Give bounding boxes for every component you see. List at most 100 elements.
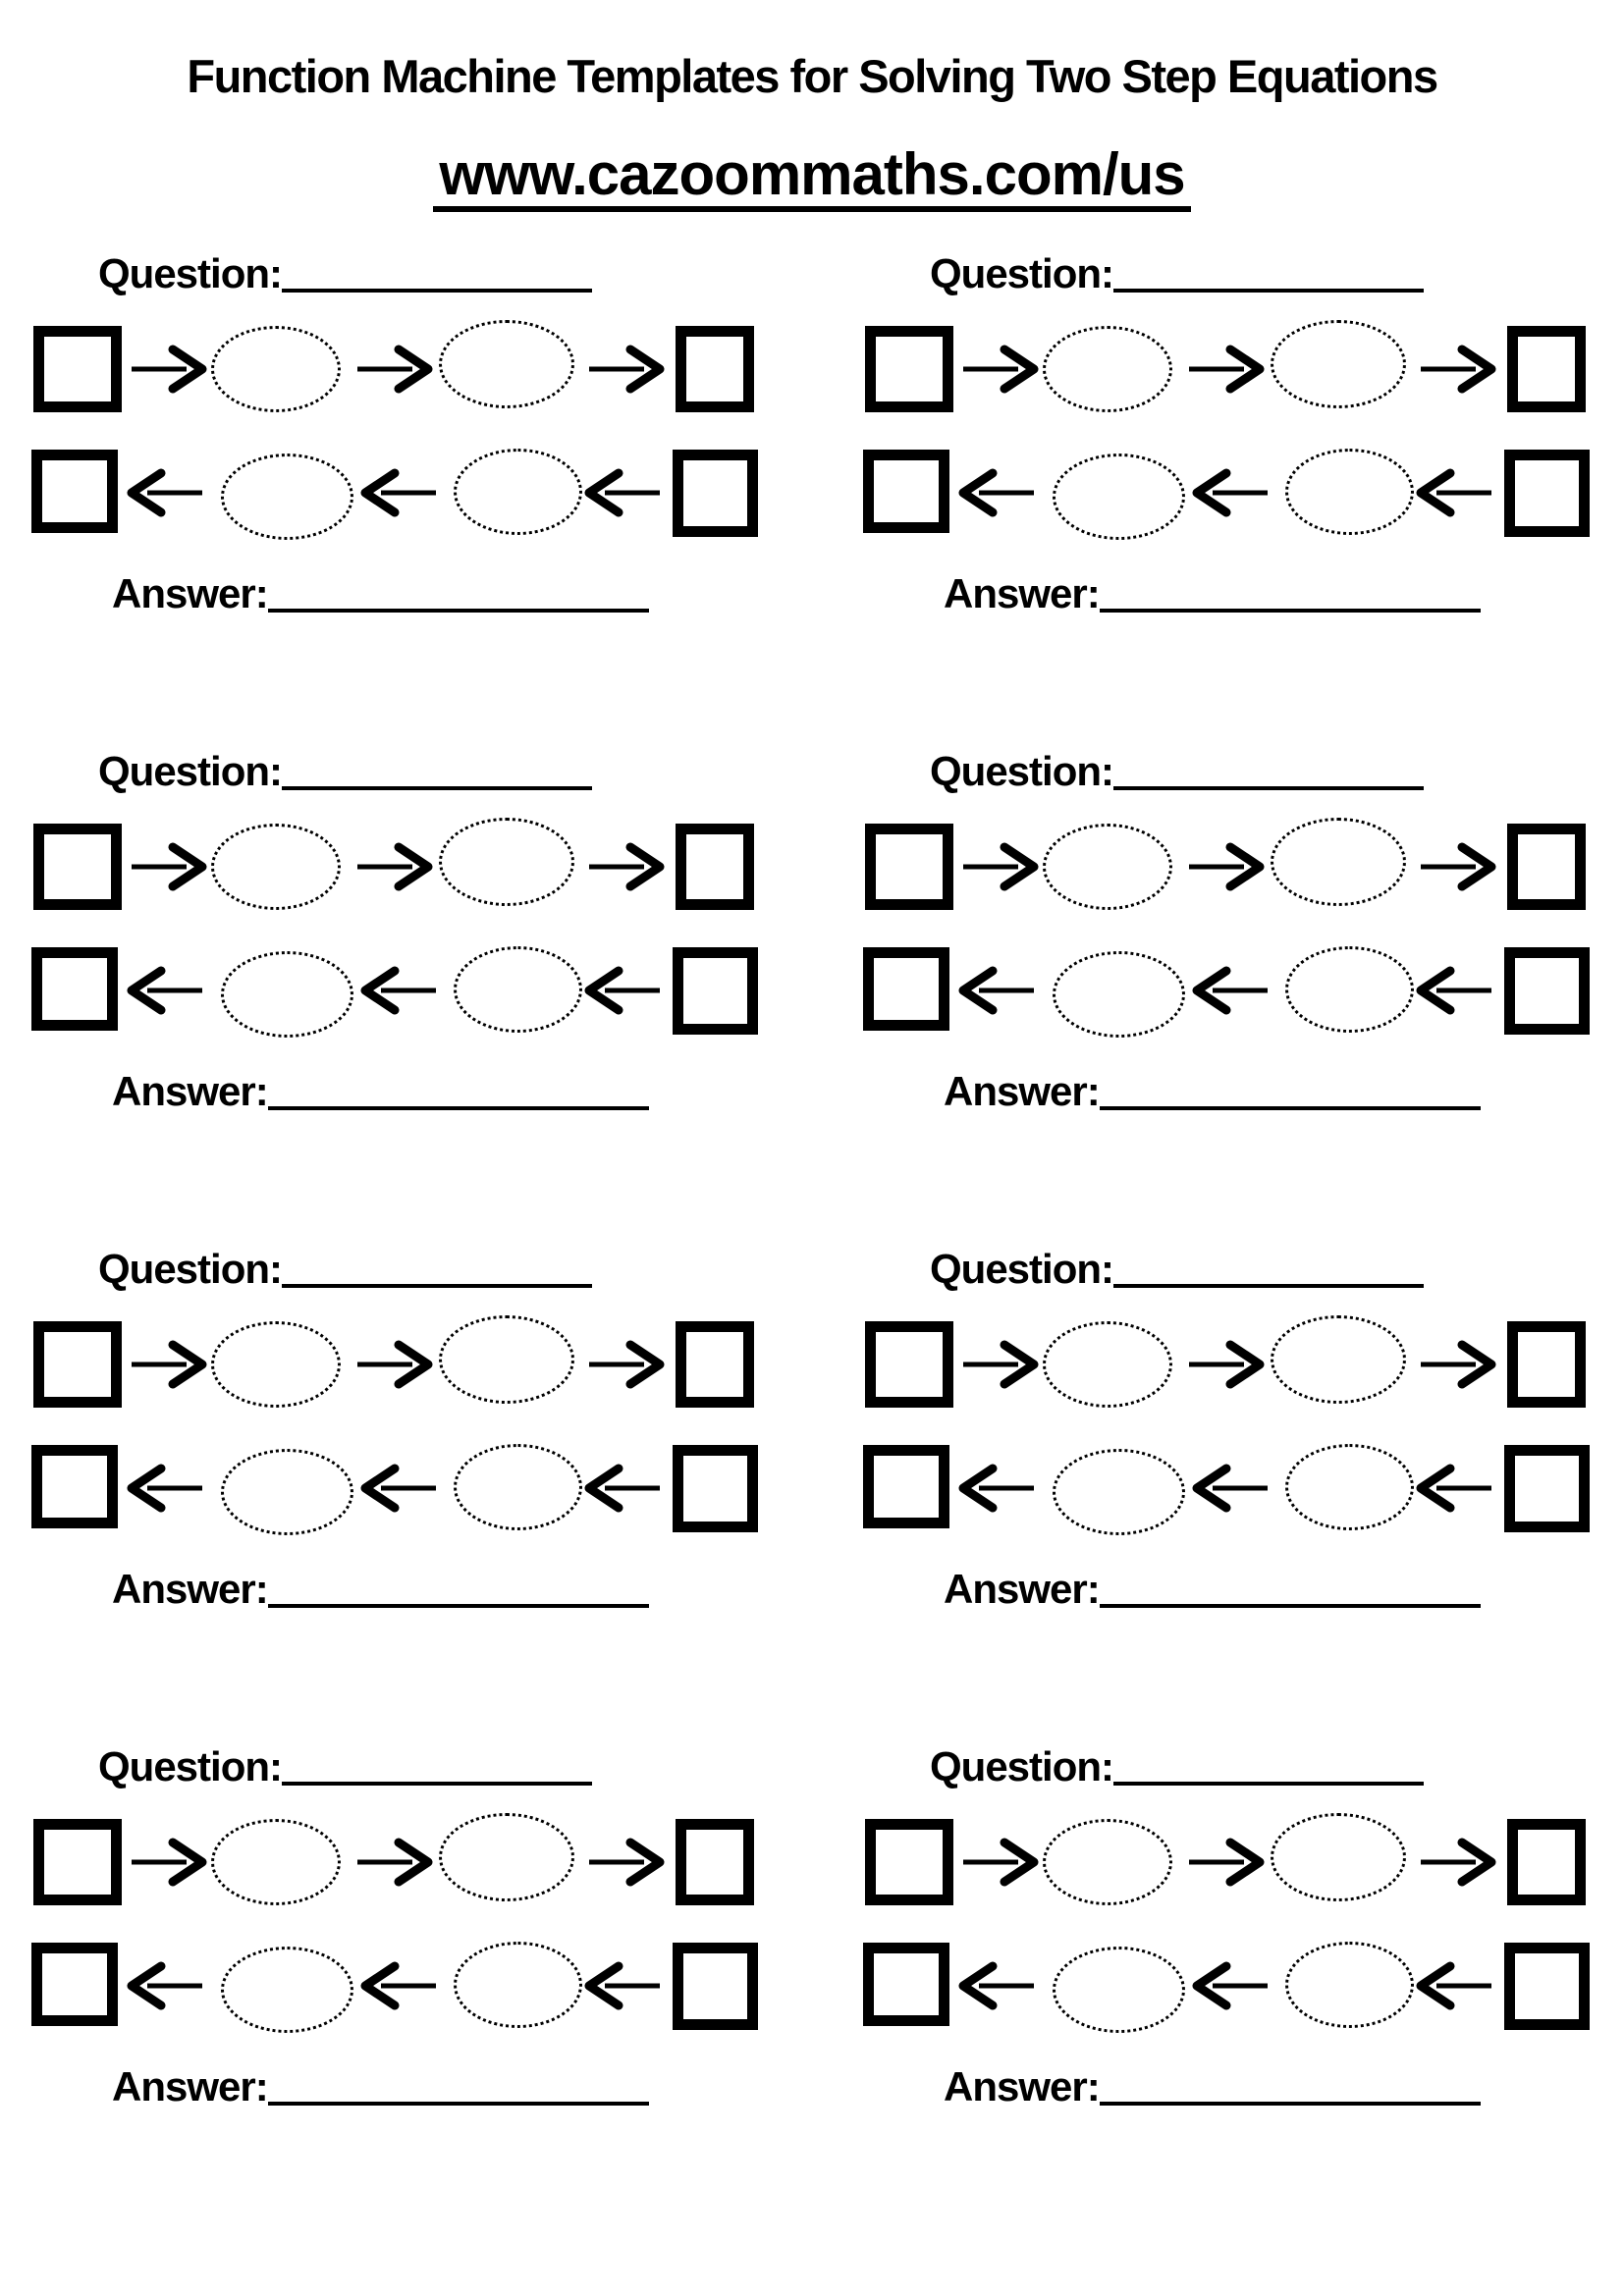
forward-operation-oval-2 — [1271, 818, 1406, 906]
arrow-right-icon — [132, 345, 207, 394]
question-label: Question: — [98, 1246, 283, 1292]
backward-input-box — [1504, 1943, 1590, 2030]
answer-label: Answer: — [944, 570, 1101, 616]
arrow-right-icon — [589, 1838, 665, 1887]
backward-operation-oval-2 — [1285, 1942, 1414, 2028]
backward-operation-oval-2 — [454, 946, 582, 1033]
function-machine-row-4-left: Question: — [31, 1743, 766, 2109]
backward-output-box — [31, 947, 118, 1031]
backward-input-box — [1504, 947, 1590, 1035]
answer-blank — [267, 2068, 649, 2106]
arrow-left-icon — [127, 966, 202, 1015]
forward-operation-oval-1 — [1043, 1819, 1172, 1905]
arrow-left-icon — [127, 1961, 202, 2010]
arrow-left-icon — [958, 966, 1034, 1015]
arrow-left-icon — [584, 1961, 660, 2010]
forward-input-box — [865, 824, 953, 910]
answer-blank — [267, 1571, 649, 1608]
question-line: Question: — [98, 1246, 592, 1291]
answer-line: Answer: — [112, 2063, 649, 2109]
forward-operation-oval-1 — [211, 326, 341, 412]
answer-line: Answer: — [944, 2063, 1481, 2109]
forward-input-box — [865, 1321, 953, 1408]
forward-output-box — [676, 1321, 754, 1408]
backward-operation-oval-2 — [454, 449, 582, 535]
backward-output-box — [31, 1445, 118, 1528]
backward-output-box — [863, 1943, 949, 2026]
forward-operation-oval-2 — [439, 1315, 574, 1404]
question-line: Question: — [930, 1246, 1424, 1291]
question-label: Question: — [98, 1743, 283, 1789]
worksheet-url: www.cazoommaths.com/us — [433, 145, 1191, 212]
forward-operation-oval-2 — [1271, 1315, 1406, 1404]
forward-operation-oval-2 — [439, 818, 574, 906]
forward-input-box — [865, 326, 953, 412]
forward-input-box — [865, 1819, 953, 1905]
function-machine-row-3-left: Question: — [31, 1246, 766, 1611]
arrow-left-icon — [958, 468, 1034, 517]
forward-operation-oval-1 — [211, 824, 341, 910]
arrow-right-icon — [357, 345, 433, 394]
arrow-right-icon — [357, 1838, 433, 1887]
arrow-left-icon — [360, 1464, 436, 1513]
answer-blank — [267, 1073, 649, 1110]
arrow-right-icon — [589, 842, 665, 891]
arrow-left-icon — [360, 468, 436, 517]
forward-operation-oval-2 — [1271, 320, 1406, 408]
question-blank — [282, 255, 592, 293]
backward-operation-oval-1 — [221, 1449, 353, 1535]
answer-line: Answer: — [112, 1566, 649, 1611]
question-blank — [1113, 1251, 1424, 1288]
function-machine-row-1-right: Question: — [863, 250, 1597, 615]
answer-blank — [267, 575, 649, 613]
worksheet-url-line: www.cazoommaths.com/us — [0, 145, 1624, 212]
arrow-left-icon — [584, 966, 660, 1015]
backward-output-box — [31, 450, 118, 533]
question-blank — [1113, 1748, 1424, 1786]
arrow-right-icon — [589, 1340, 665, 1389]
forward-output-box — [1507, 1321, 1586, 1408]
arrow-left-icon — [1192, 1464, 1268, 1513]
arrow-left-icon — [958, 1961, 1034, 2010]
arrow-left-icon — [584, 468, 660, 517]
answer-line: Answer: — [944, 1566, 1481, 1611]
arrow-left-icon — [584, 1464, 660, 1513]
backward-output-box — [863, 947, 949, 1031]
question-label: Question: — [98, 250, 283, 296]
backward-operation-oval-1 — [1053, 1449, 1185, 1535]
arrow-left-icon — [1416, 1464, 1491, 1513]
arrow-left-icon — [958, 1464, 1034, 1513]
question-blank — [282, 1251, 592, 1288]
function-machine-row-1-left: Question: — [31, 250, 766, 615]
backward-input-box — [673, 1445, 758, 1532]
backward-operation-oval-1 — [221, 454, 353, 540]
answer-label: Answer: — [112, 570, 269, 616]
forward-operation-oval-2 — [439, 320, 574, 408]
question-label: Question: — [98, 748, 283, 794]
backward-output-box — [31, 1943, 118, 2026]
backward-input-box — [673, 1943, 758, 2030]
backward-input-box — [673, 947, 758, 1035]
question-blank — [282, 1748, 592, 1786]
arrow-right-icon — [963, 1838, 1039, 1887]
question-line: Question: — [98, 250, 592, 295]
backward-operation-oval-2 — [454, 1444, 582, 1530]
forward-operation-oval-1 — [211, 1819, 341, 1905]
forward-operation-oval-1 — [1043, 326, 1172, 412]
arrow-right-icon — [357, 1340, 433, 1389]
arrow-right-icon — [1421, 345, 1496, 394]
answer-blank — [1099, 1571, 1481, 1608]
forward-output-box — [676, 824, 754, 910]
answer-line: Answer: — [944, 570, 1481, 615]
arrow-left-icon — [1416, 468, 1491, 517]
arrow-right-icon — [132, 842, 207, 891]
forward-operation-oval-1 — [1043, 824, 1172, 910]
answer-line: Answer: — [112, 570, 649, 615]
arrow-left-icon — [1192, 468, 1268, 517]
question-line: Question: — [930, 1743, 1424, 1789]
arrow-left-icon — [127, 1464, 202, 1513]
backward-input-box — [673, 450, 758, 537]
arrow-left-icon — [1192, 1961, 1268, 2010]
arrow-right-icon — [1421, 842, 1496, 891]
question-label: Question: — [930, 250, 1114, 296]
